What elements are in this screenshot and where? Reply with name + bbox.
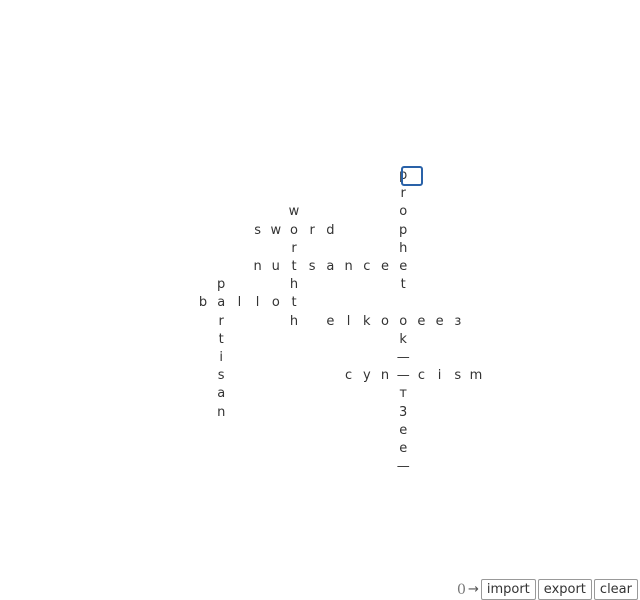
arrow-icon: → [467,582,479,597]
letter-cell-partisan[interactable]: i [219,350,223,365]
letter-cell-partisan[interactable]: r [218,313,224,329]
letter-cell-worth[interactable]: t [291,259,297,274]
letter-cell-heckle[interactable]: l [346,313,351,329]
letter-cell-nuisance[interactable]: n [344,259,353,274]
import-button[interactable]: import [480,579,536,600]
letter-cell-prophet[interactable]: p [399,222,408,238]
cell-cursor[interactable] [401,166,423,186]
letter-cell-heckle[interactable]: k [363,313,371,329]
letter-cell-partisan[interactable]: s [217,368,225,384]
letter-cell-sword[interactable]: s [254,222,261,238]
letter-cell-prophet[interactable]: p [399,168,408,183]
letter-cell-ballot[interactable]: l [255,295,260,311]
letter-cell-partisan[interactable]: t [218,331,224,347]
letter-cell-heckle[interactable]: з [454,313,462,329]
letter-cell-partisan[interactable]: n [217,404,226,420]
letter-cell-cynicism[interactable]: i [437,368,442,384]
letter-cell-heckle[interactable]: e [435,313,444,329]
letter-cell-heckle[interactable]: e [417,313,426,329]
letter-cell-column[interactable]: — [396,459,410,475]
footer-toolbar: 0 → import export clear [457,579,638,600]
letter-cell-sword[interactable]: d [326,222,335,238]
letter-cell-cynicism[interactable]: n [380,368,390,384]
letter-cell-worth[interactable]: h [289,277,299,293]
letter-cell-column[interactable]: — [396,368,410,384]
letter-cell-prophet[interactable]: e [399,259,408,274]
letter-cell-nuisance[interactable]: s [308,259,316,274]
letter-cell-heckle[interactable]: e [326,313,335,329]
letter-cell-prophet[interactable]: t [400,277,406,293]
letter-cell-cynicism[interactable]: m [469,368,483,384]
letter-cell-sword[interactable]: o [290,222,298,238]
letter-cell-worth[interactable]: r [291,240,297,256]
letter-cell-prophet[interactable]: h [399,240,408,256]
letter-cell-cynicism[interactable]: c [417,368,425,384]
letter-cell-prophet[interactable]: o [399,204,408,220]
letter-cell-ballot[interactable]: b [198,295,208,311]
letter-cell-partisan[interactable]: a [217,386,226,402]
letter-cell-partisan[interactable]: a [217,295,226,311]
letter-cell-column[interactable]: e [399,441,408,456]
letter-cell-worth[interactable]: w [288,204,300,220]
letter-cell-nuisance[interactable]: u [271,259,280,274]
letter-cell-heckle[interactable]: o [381,313,389,329]
letter-cell-column[interactable]: e [399,422,408,438]
letter-cell-ballot[interactable]: o [271,295,280,311]
letter-cell-heckle[interactable]: o [399,313,408,329]
letter-cell-column[interactable]: — [396,350,410,365]
letter-cell-cynicism[interactable]: y [362,368,371,384]
letter-cell-heckle[interactable]: h [289,313,299,329]
letter-cell-partisan[interactable]: p [217,277,226,293]
letter-cell-cynicism[interactable]: s [454,368,462,384]
export-button[interactable]: export [537,579,592,600]
letter-cell-ballot[interactable]: t [291,295,297,311]
letter-cell-sword[interactable]: r [309,222,315,238]
letter-cell-column[interactable]: k [399,331,407,347]
letter-cell-nuisance[interactable]: n [253,259,262,274]
word-counter: 0 [457,581,466,598]
letter-cell-column[interactable]: т [399,386,407,402]
letter-cell-cynicism[interactable]: c [345,368,353,384]
letter-cell-nuisance[interactable]: c [363,259,371,274]
letter-cell-prophet[interactable]: r [400,186,406,202]
letter-cell-nuisance[interactable]: a [326,259,335,274]
letter-cell-sword[interactable]: w [270,222,282,238]
letter-cell-column[interactable]: 3 [399,404,408,420]
clear-button[interactable]: clear [593,579,638,600]
letter-cell-ballot[interactable]: l [237,295,242,311]
letter-cell-nuisance[interactable]: e [381,259,389,274]
